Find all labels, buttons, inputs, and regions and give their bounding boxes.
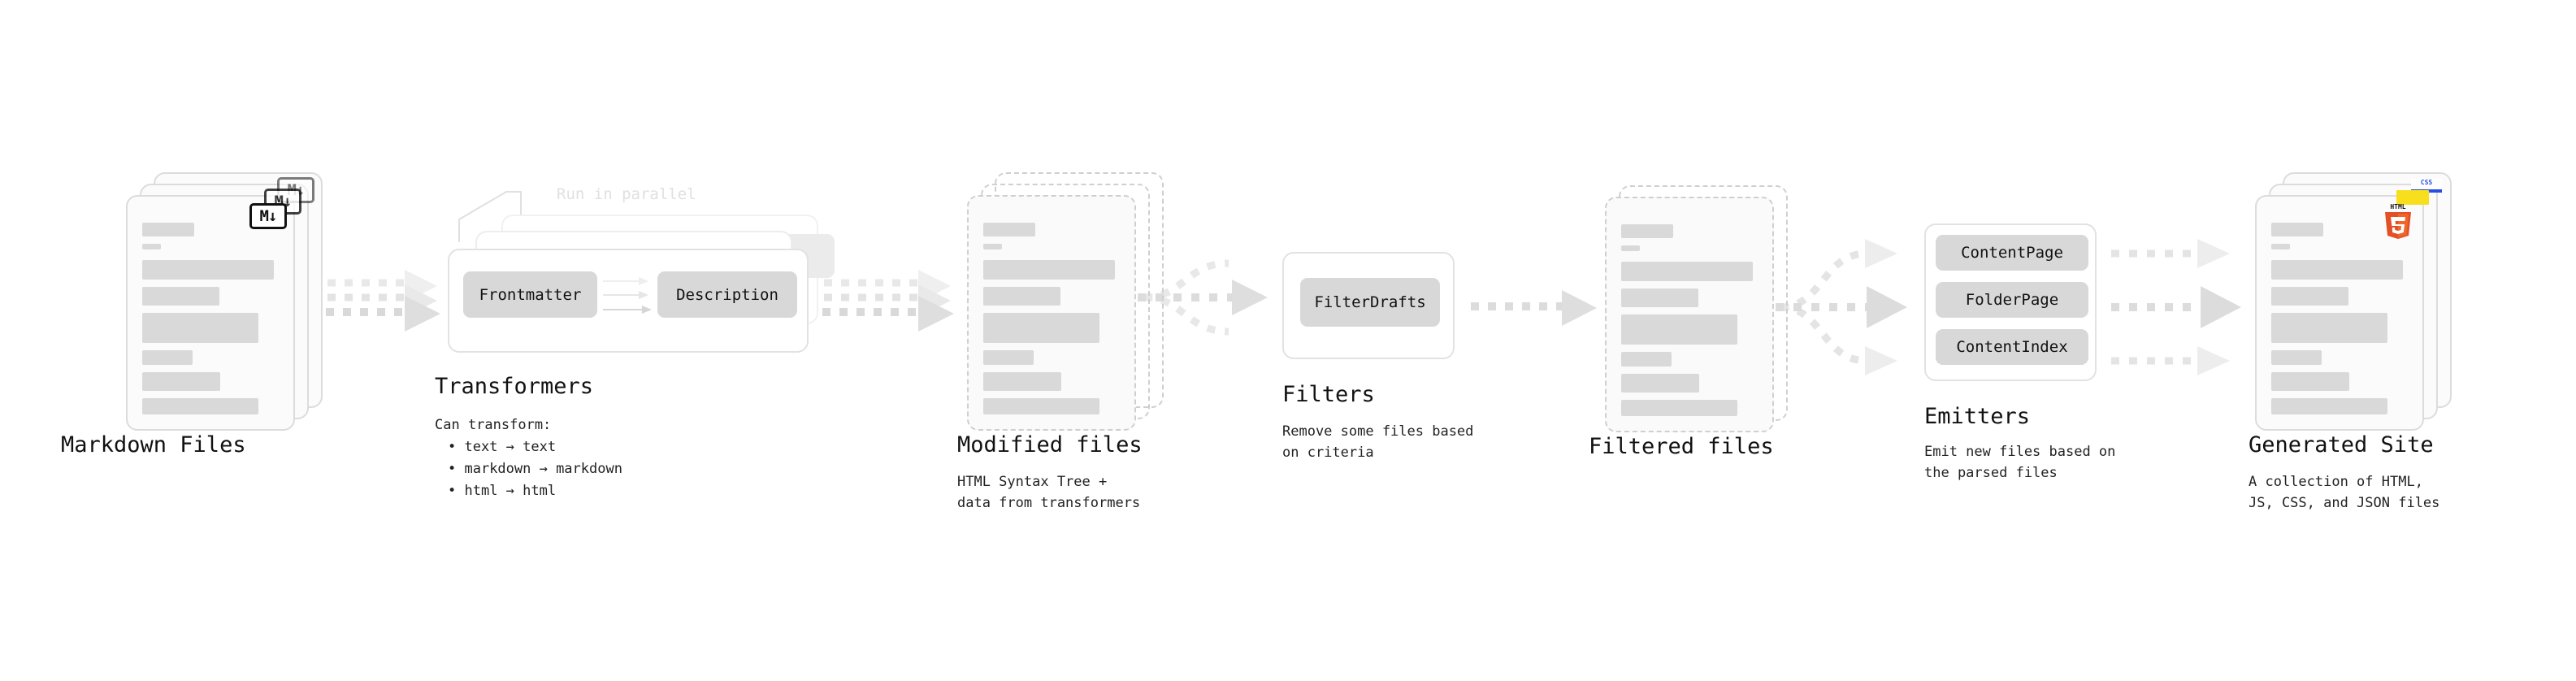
emitter-chip-contentpage[interactable]: ContentPage	[1936, 235, 2088, 271]
emitter-chip-folderpage[interactable]: FolderPage	[1936, 282, 2088, 318]
stage-title-generated-site: Generated Site	[2249, 432, 2434, 458]
parallel-annotation: Run in parallel	[557, 185, 696, 203]
stage-title-markdown-files: Markdown Files	[61, 432, 246, 458]
content-line	[2271, 372, 2349, 391]
connector-md-to-transformers	[309, 268, 455, 349]
content-line	[142, 372, 220, 391]
content-line	[2271, 223, 2323, 236]
content-line	[1621, 374, 1699, 393]
emitter-chip-contentindex[interactable]: ContentIndex	[1936, 329, 2088, 365]
file-content-lines	[142, 223, 282, 422]
markdown-icon: M↓	[249, 203, 287, 229]
stage-title-transformers: Transformers	[435, 374, 594, 399]
connector-transformers-to-modified	[822, 268, 969, 349]
content-line	[1621, 314, 1737, 345]
content-line	[142, 223, 194, 236]
content-line	[983, 313, 1099, 343]
stage-title-modified-files: Modified files	[957, 432, 1143, 458]
stage-filtered-files: Filtered files	[1589, 185, 1788, 459]
file-content-lines	[983, 223, 1123, 422]
connector-modified-to-filters	[1138, 258, 1284, 364]
transformers-description: Can transform:	[435, 417, 552, 433]
emitters-panel: ContentPage FolderPage ContentIndex	[1924, 223, 2097, 381]
stage-modified-files: Modified files HTML Syntax Tree + data f…	[957, 172, 1164, 511]
content-line	[2271, 287, 2348, 306]
generated-site-description: A collection of HTML, JS, CSS, and JSON …	[2249, 474, 2440, 512]
emitters-description: Emit new files based on the parsed files	[1924, 444, 2116, 482]
content-line	[2271, 260, 2403, 280]
content-line	[1621, 400, 1737, 416]
content-line	[142, 244, 161, 249]
filters-panel: FilterDrafts	[1282, 252, 1455, 359]
file-content-lines	[1621, 224, 1761, 423]
connector-filtered-to-emitters	[1776, 236, 1930, 382]
content-line	[983, 223, 1035, 236]
content-line	[2271, 313, 2387, 343]
content-line	[2271, 244, 2290, 249]
transformer-chip-frontmatter[interactable]: Frontmatter	[463, 271, 597, 318]
content-line	[142, 313, 258, 343]
html5-icon: HTML	[2380, 202, 2416, 241]
transformers-bullet-0: • text → text	[448, 439, 557, 455]
connector-filters-to-filtered	[1471, 288, 1617, 337]
stage-emitters: ContentPage FolderPage ContentIndex Emit…	[1924, 223, 2115, 481]
svg-text:HTML: HTML	[2390, 203, 2405, 210]
content-line	[983, 350, 1034, 365]
stage-markdown-files: M↓ M↓ M↓ Markdown Files	[61, 172, 323, 458]
filter-chip-filterdrafts[interactable]: FilterDrafts	[1300, 278, 1440, 327]
inner-arrows	[603, 277, 652, 314]
stage-title-emitters: Emitters	[1924, 404, 2031, 429]
content-line	[1621, 288, 1698, 307]
content-line	[142, 350, 193, 365]
transformer-chip-description[interactable]: Description	[657, 271, 797, 318]
content-line	[142, 398, 258, 414]
content-line	[1621, 262, 1753, 281]
js-icon	[2396, 190, 2429, 205]
filters-description: Remove some files based on criteria	[1282, 423, 1474, 462]
content-line	[983, 372, 1061, 391]
content-line	[2271, 398, 2387, 414]
content-line	[142, 287, 219, 306]
content-line	[2271, 350, 2322, 365]
stage-generated-site: CSS HTML	[2249, 172, 2452, 511]
connector-emitters-to-site	[2111, 236, 2266, 382]
transformers-panel: Frontmatter Description	[448, 249, 809, 353]
modified-files-description: HTML Syntax Tree + data from transformer…	[957, 474, 1141, 512]
content-line	[983, 260, 1115, 280]
filtered-file-stack	[1605, 185, 1788, 440]
content-line	[983, 287, 1060, 306]
content-line	[1621, 245, 1640, 251]
content-line	[1621, 224, 1673, 238]
transformers-bullet-2: • html → html	[448, 483, 557, 499]
modified-file-stack	[967, 172, 1164, 439]
markdown-file-stack: M↓ M↓ M↓	[126, 172, 323, 439]
stage-title-filtered-files: Filtered files	[1589, 434, 1774, 459]
file-content-lines	[2271, 223, 2411, 422]
generated-file-stack: CSS HTML	[2255, 172, 2452, 439]
transformers-bullet-1: • markdown → markdown	[448, 461, 622, 477]
content-line	[142, 260, 274, 280]
content-line	[983, 398, 1099, 414]
content-line	[983, 244, 1002, 249]
content-line	[1621, 352, 1672, 367]
stage-filters: FilterDrafts Filters Remove some files b…	[1282, 252, 1473, 461]
stage-title-filters: Filters	[1282, 382, 1375, 407]
